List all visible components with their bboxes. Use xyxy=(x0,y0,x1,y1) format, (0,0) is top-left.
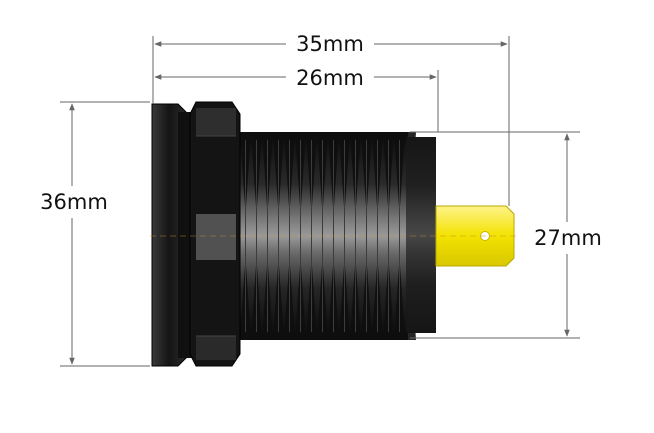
thread-ridges xyxy=(240,132,416,340)
dimension-label-35mm: 35mm xyxy=(296,32,364,56)
dimension-label-36mm: 36mm xyxy=(40,190,108,214)
dimension-label-26mm: 26mm xyxy=(296,66,364,90)
dimension-lines xyxy=(60,36,580,367)
dimension-label-27mm: 27mm xyxy=(534,226,602,250)
socket-body xyxy=(150,101,520,367)
